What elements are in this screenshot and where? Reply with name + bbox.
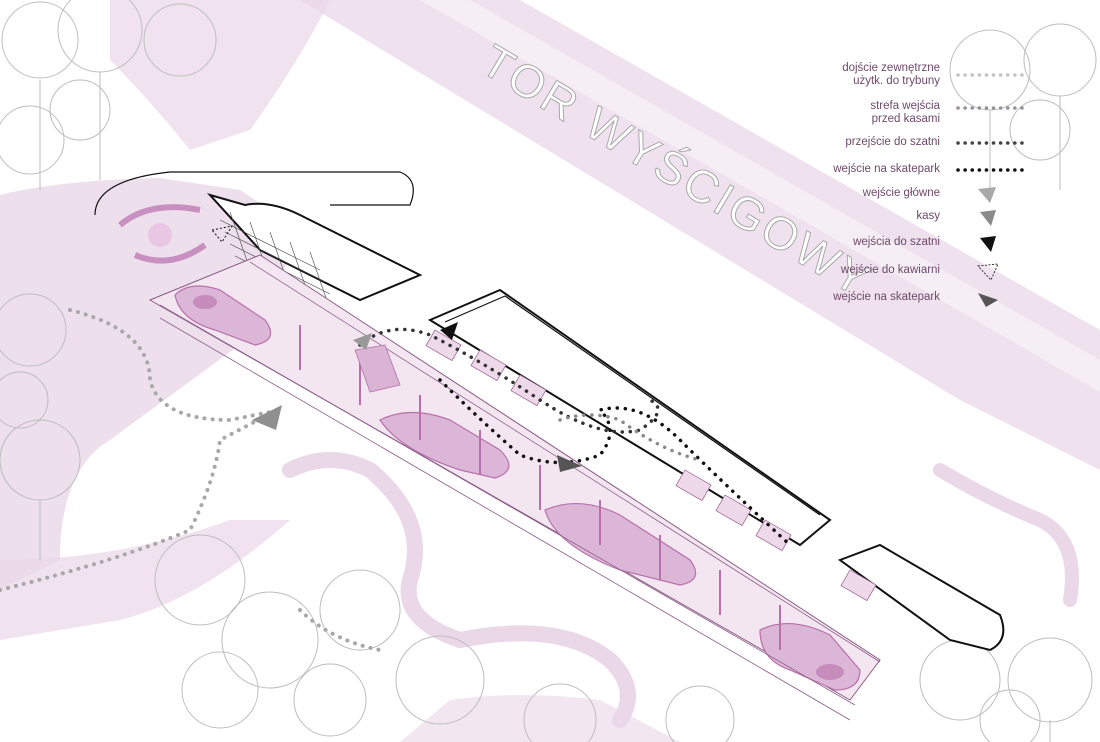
main-entrance-marker <box>252 405 282 430</box>
triangle-lightgrey-icon <box>978 187 996 203</box>
path-external-to-grandstand <box>68 308 272 423</box>
triangle-dashed-icon <box>977 263 999 281</box>
tree-cluster-nw <box>0 0 217 190</box>
tree-cluster-se <box>919 637 1093 742</box>
east-block <box>837 543 1005 652</box>
serpentine-path-east <box>933 463 1079 607</box>
stair <box>354 344 401 393</box>
legend-label: wejścia do szatni <box>853 236 940 248</box>
triangle-darkgrey-icon <box>978 293 998 307</box>
bowl-cores <box>193 295 844 680</box>
building-columns <box>299 325 781 650</box>
locker-entrance-marker <box>440 322 458 340</box>
path-south-approach <box>0 416 264 592</box>
skate-bowl-3 <box>544 502 697 586</box>
legend-label: wejście do kawiarni <box>840 264 940 276</box>
grandstand-roof <box>206 193 423 302</box>
path-entry-zone <box>558 413 702 462</box>
legend-label: wejście na skatepark <box>833 291 940 303</box>
tree-cluster-w <box>0 293 81 560</box>
legend-label: strefa wejścia przed kasami <box>870 100 940 125</box>
entrance-markers <box>211 225 582 472</box>
legend-item-tickets: kasy <box>740 210 1050 242</box>
dotted-line-light-symbol <box>956 73 1030 77</box>
tree-cluster-s <box>154 534 735 742</box>
path-south-west <box>0 520 290 640</box>
locker-blocks <box>425 329 877 602</box>
legend-item-skatepark-path: wejście na skatepark <box>740 163 1050 195</box>
path-to-lockers <box>358 327 660 434</box>
legend-label: wejście na skatepark <box>833 163 940 175</box>
legend-item-external-access: dojście zewnętrzne użytk. do trybuny <box>740 62 1050 94</box>
dotted-line-mid-symbol <box>956 106 1030 110</box>
legend-item-cafe-entrance: wejście do kawiarni <box>740 263 1050 296</box>
dotted-line-dark-symbol <box>956 141 1030 145</box>
grandstand-outer-arc <box>94 171 414 216</box>
path-south-loop <box>298 608 382 652</box>
race-track-band-inner <box>420 0 1100 392</box>
legend-item-entry-zone: strefa wejścia przed kasami <box>740 100 1050 132</box>
legend-label: dojście zewnętrzne użytk. do trybuny <box>842 62 940 87</box>
legend-label: przejście do szatni <box>845 136 940 148</box>
path-north <box>110 0 330 150</box>
skate-bowl-2 <box>379 411 510 479</box>
serpentine-path <box>282 452 636 728</box>
legend-item-locker-passage: przejście do szatni <box>740 136 1050 168</box>
roundabout-cafe <box>118 204 207 264</box>
skate-bowl-4 <box>759 622 861 691</box>
main-building <box>148 254 1005 721</box>
skatepark-entrance-marker <box>557 455 582 472</box>
north-wing <box>427 288 832 547</box>
tree-cluster-ne <box>949 23 1097 190</box>
north-wing-inner <box>444 295 821 516</box>
legend-item-skatepark-entrance: wejście na skatepark <box>740 291 1050 323</box>
race-track-band <box>300 0 1100 470</box>
legend-item-main-entrance: wejście główne <box>740 187 1050 219</box>
triangle-black-icon <box>980 236 996 252</box>
path-south <box>400 695 680 742</box>
cafe-entrance-marker <box>211 225 234 243</box>
legend-item-locker-entrances: wejścia do szatni <box>740 236 1050 268</box>
circulation-paths <box>0 308 792 652</box>
triangle-grey-icon <box>980 210 996 226</box>
legend-label: kasy <box>916 210 940 222</box>
legend-label: wejście główne <box>862 187 940 199</box>
ticket-marker <box>353 333 372 350</box>
dotted-line-black-symbol <box>956 168 1030 172</box>
